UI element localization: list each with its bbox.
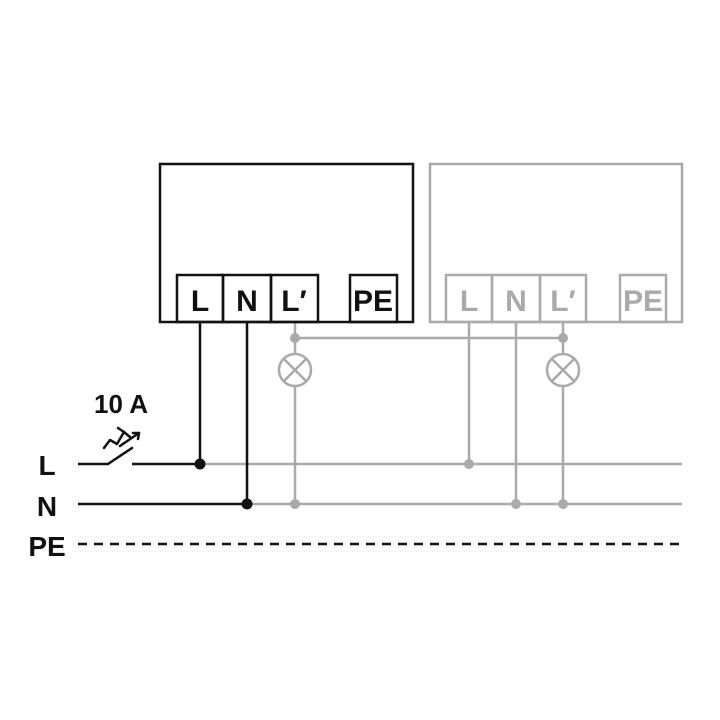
device-1-terminal-pe-label: PE	[353, 285, 393, 318]
device-1-terminal-pe-box	[348, 273, 399, 324]
junction-dot	[194, 458, 206, 470]
device-1-terminal-lprime-label: L′	[281, 285, 307, 318]
junction-dot	[290, 333, 300, 343]
inactive-wiring	[200, 322, 682, 506]
junction-dot	[290, 499, 300, 509]
device-2-terminal-pe-label: PE	[623, 285, 663, 318]
bus-label-n: N	[37, 491, 57, 522]
lamp-icon	[277, 352, 313, 388]
device-2-terminal-lprime-label: L′	[550, 285, 576, 318]
device-2-terminal-pe-box	[618, 273, 668, 324]
bus-label-pe: PE	[28, 531, 65, 562]
device-1-terminal-n-label: N	[236, 285, 258, 318]
bus-label-l: L	[38, 450, 55, 481]
junction-dots-gray	[290, 333, 568, 509]
junction-dots-black	[194, 458, 253, 510]
junction-dot	[241, 498, 253, 510]
device-1-terminal-lprime-box	[269, 273, 320, 324]
device-1-terminal-l-label: L	[191, 285, 209, 318]
active-wiring	[78, 322, 249, 506]
junction-dot	[558, 333, 568, 343]
junction-dot	[558, 499, 568, 509]
device-2-terminal-n-label: N	[505, 285, 527, 318]
junction-dot	[464, 459, 474, 469]
breaker-rating-label: 10 A	[94, 389, 148, 419]
junction-dot	[511, 499, 521, 509]
lamp-icon	[545, 352, 581, 388]
device-2-terminal-l-label: L	[460, 285, 478, 318]
circuit-breaker-icon	[102, 426, 141, 466]
